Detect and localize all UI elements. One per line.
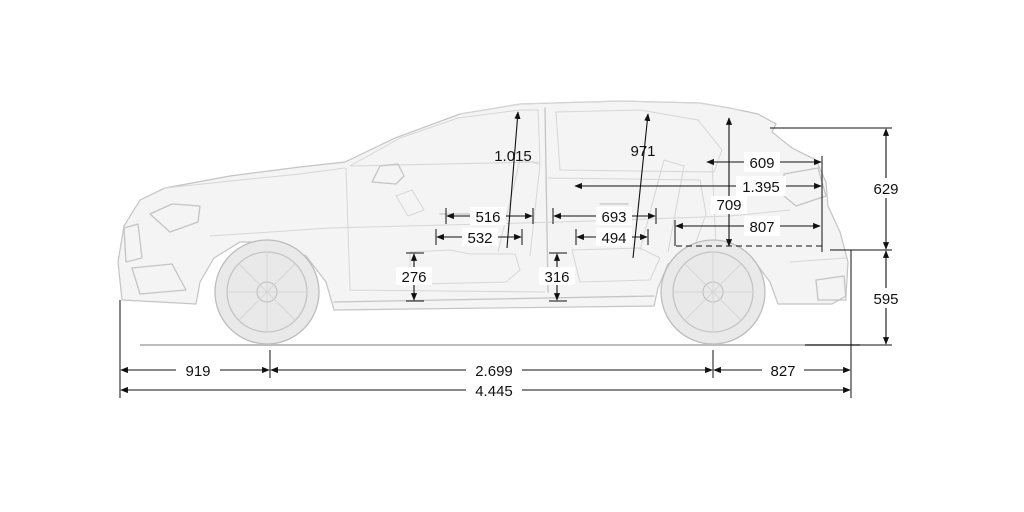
car-front-wheel	[214, 239, 320, 345]
car-side-skirt	[333, 295, 655, 303]
label-front-seat-depth: 516	[475, 209, 500, 226]
car-front-window	[349, 109, 541, 167]
label-headroom-front: 1.015	[494, 148, 532, 165]
car-front-seatback	[497, 159, 541, 257]
label-cargo-mid: 1.395	[742, 179, 780, 196]
label-lower-height: 595	[873, 291, 898, 308]
label-front-overhang: 919	[185, 363, 210, 380]
car-roof-line	[459, 100, 741, 115]
label-rear-seat-height: 316	[544, 269, 569, 286]
label-front-seat-height: 276	[401, 269, 426, 286]
car-front-door	[345, 167, 546, 293]
car-side-mirror	[371, 163, 405, 185]
label-upper-height: 629	[873, 181, 898, 198]
car-rear-window	[555, 109, 723, 173]
car-steering-wheel	[395, 189, 425, 217]
label-cargo-floor: 807	[749, 219, 774, 236]
label-rear-seat-depth: 693	[601, 209, 626, 226]
label-front-seat-cushion: 532	[467, 230, 492, 247]
car-headlight	[149, 203, 201, 233]
car-rear-seatback	[639, 159, 685, 253]
label-rear-seat-cushion: 494	[601, 230, 626, 247]
label-wheelbase: 2.699	[475, 363, 513, 380]
car-body-outline	[117, 100, 849, 311]
car-rear-seat	[571, 247, 661, 283]
car-hood-line	[164, 167, 346, 189]
label-cargo-height: 709	[716, 197, 741, 214]
car-rear-wheel	[660, 239, 766, 345]
car-side-view	[117, 100, 860, 346]
car-rear-exhaust	[815, 275, 847, 301]
label-total-length: 4.445	[475, 383, 513, 400]
car-front-intake	[131, 263, 187, 295]
label-cargo-top: 609	[749, 155, 774, 172]
dim-headroom-front-line	[506, 111, 521, 249]
car-shoulder-line	[209, 209, 791, 237]
car-grille	[123, 223, 143, 263]
dimension-labels: 919 2.699 827 4.445 629 595 1.015 971 60…	[176, 143, 904, 400]
car-b-pillar	[544, 107, 549, 293]
label-headroom-rear: 971	[630, 143, 655, 160]
car-rear-door	[547, 177, 707, 249]
car-rear-diffuser	[789, 257, 847, 263]
label-rear-overhang: 827	[770, 363, 795, 380]
